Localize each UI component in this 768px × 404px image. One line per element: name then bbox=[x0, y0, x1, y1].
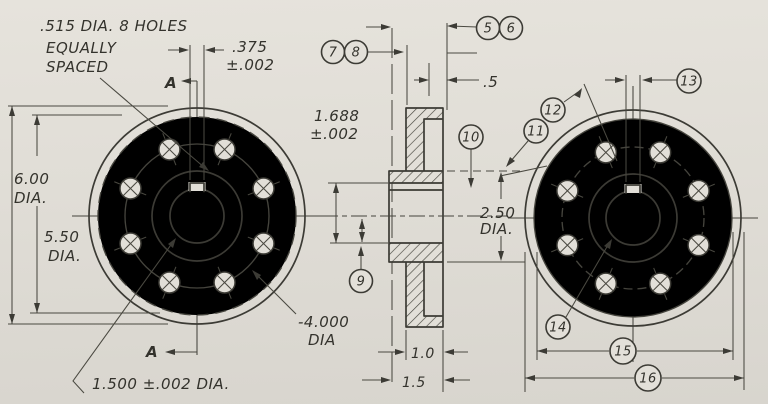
rear-view-dimensions bbox=[524, 77, 745, 392]
svg-text:5: 5 bbox=[484, 22, 493, 37]
svg-text:13: 13 bbox=[680, 75, 698, 90]
front-view-dimensions: .375 ±.002 A A 6.00 DIA. 5.50 DIA. .515 … bbox=[8, 17, 349, 394]
holes-note-line3: SPACED bbox=[46, 58, 109, 76]
balloon-12: 12 bbox=[540, 97, 566, 123]
balloon-8: 8 bbox=[343, 39, 369, 65]
balloon-13: 13 bbox=[676, 68, 702, 94]
bore-dia-value: 1.500 ±.002 DIA. bbox=[92, 375, 230, 393]
balloon-callouts: 7 8 5 6 9 10 11 12 13 14 15 16 bbox=[320, 15, 702, 392]
svg-text:6: 6 bbox=[507, 22, 516, 37]
bolt-circle-value: -4.000 bbox=[298, 313, 349, 331]
holes-note-line2: EQUALLY bbox=[46, 39, 118, 57]
hub-length-value: 1.5 bbox=[402, 375, 426, 391]
rear-view bbox=[499, 75, 758, 362]
balloon-6: 6 bbox=[498, 15, 524, 41]
balloon-7: 7 bbox=[320, 39, 346, 65]
keyway-depth-value: 1.688 bbox=[314, 107, 359, 125]
rim-inner-dia-value: 5.50 bbox=[44, 228, 79, 246]
balloon-10: 10 bbox=[458, 124, 484, 150]
keyway-width-tol: ±.002 bbox=[226, 56, 274, 74]
hub-dia-value: 2.50 bbox=[480, 204, 515, 222]
rim-inner-dia-unit: DIA. bbox=[48, 247, 81, 265]
hub-dia-unit: DIA. bbox=[480, 220, 513, 238]
section-view-dimensions: .5 1.688 ±.002 2.50 DIA. 1.0 1.5 bbox=[310, 23, 525, 392]
bolt-holes-front bbox=[114, 133, 280, 299]
holes-note-line1: .515 DIA. 8 HOLES bbox=[40, 17, 187, 35]
balloon-14: 14 bbox=[545, 314, 571, 340]
svg-text:7: 7 bbox=[329, 46, 338, 61]
bolt-holes-rear bbox=[551, 136, 715, 300]
svg-text:9: 9 bbox=[357, 275, 366, 290]
svg-text:11: 11 bbox=[527, 125, 545, 140]
outer-dia-value: 6.00 bbox=[14, 170, 49, 188]
rim-width-value: 1.0 bbox=[411, 346, 435, 362]
svg-text:10: 10 bbox=[462, 131, 480, 146]
keyway-depth-tol: ±.002 bbox=[310, 125, 358, 143]
svg-text:16: 16 bbox=[639, 372, 657, 387]
balloon-11: 11 bbox=[523, 118, 549, 144]
balloon-15: 15 bbox=[609, 337, 637, 365]
section-letter-top: A bbox=[164, 74, 177, 92]
front-view bbox=[72, 45, 330, 355]
section-letter-bottom: A bbox=[145, 343, 158, 361]
svg-text:14: 14 bbox=[549, 321, 567, 336]
svg-text:8: 8 bbox=[352, 46, 361, 61]
section-view bbox=[322, 28, 508, 388]
balloon-9: 9 bbox=[348, 268, 374, 294]
web-thickness-value: .5 bbox=[483, 73, 498, 91]
svg-text:15: 15 bbox=[614, 345, 632, 360]
svg-text:12: 12 bbox=[544, 104, 562, 119]
keyway-width-value: .375 bbox=[232, 38, 267, 56]
balloon-16: 16 bbox=[634, 364, 662, 392]
outer-dia-unit: DIA. bbox=[14, 189, 47, 207]
balloon-5: 5 bbox=[475, 15, 501, 41]
bolt-circle-unit: DIA bbox=[308, 331, 336, 349]
